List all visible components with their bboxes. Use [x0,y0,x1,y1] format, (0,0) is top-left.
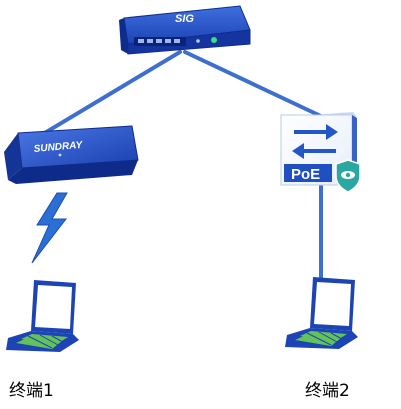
links [36,50,327,279]
switch-arrows-icon [292,124,338,159]
access-point-device[interactable]: SUNDRAY [4,125,139,184]
link-gateway-switch [183,50,327,120]
gateway-label: SIG [175,13,194,25]
laptop-terminal-1[interactable] [6,280,79,352]
terminal-1-label: 终端1 [9,381,54,401]
gateway-led [196,39,200,43]
gateway-device[interactable]: SIG [119,5,251,55]
link-gateway-ap [36,50,182,139]
wireless-lightning-icon [31,192,68,264]
switch-poe-label: PoE [291,166,320,183]
terminal-2-label: 终端2 [305,381,350,401]
shield-eye-icon [335,159,361,193]
ap-label: SUNDRAY [33,140,84,155]
laptop-terminal-2[interactable] [285,277,358,349]
poe-switch-device[interactable]: PoE [280,112,361,193]
